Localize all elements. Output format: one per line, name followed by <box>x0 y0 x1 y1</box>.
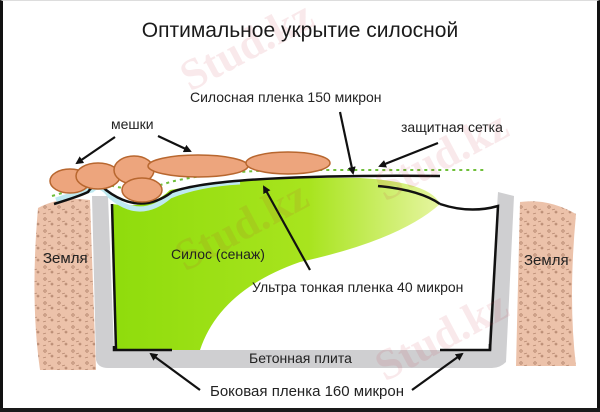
protective-net <box>51 169 486 197</box>
arrow-silage-film <box>338 111 356 175</box>
diagram-title: Оптимальное укрытие силосной <box>141 19 459 42</box>
silage-film <box>53 174 441 206</box>
side-film-left <box>112 346 172 352</box>
label-silage-film: Силосная пленка 150 микрон <box>190 89 382 105</box>
arrow-ultra-thin-film <box>263 185 311 271</box>
arrow-bags-left <box>75 136 116 165</box>
label-bags: мешки <box>111 116 154 132</box>
side-film-right <box>440 344 492 352</box>
label-earth-left: Земля <box>43 250 88 267</box>
ultra-thin-film <box>55 179 241 212</box>
arrow-side-film-right <box>411 352 464 391</box>
sandbags <box>49 151 331 203</box>
label-side-film: Боковая пленка 160 микрон <box>210 383 405 400</box>
earth-right <box>516 201 576 366</box>
arrow-protective-net <box>378 141 439 168</box>
arrow-bags-right <box>157 135 192 153</box>
label-concrete-slab: Бетонная плита <box>249 350 352 366</box>
label-ultra-thin-film: Ультра тонкая пленка 40 микрон <box>252 279 464 295</box>
label-earth-right: Земля <box>524 252 569 269</box>
bottom-border <box>0 408 600 412</box>
arrow-side-film-left <box>149 352 201 391</box>
earth-left <box>34 199 96 370</box>
label-protective-net: защитная сетка <box>401 119 503 135</box>
label-silage: Силос (сенаж) <box>171 246 265 262</box>
silage-mass <box>112 177 440 350</box>
